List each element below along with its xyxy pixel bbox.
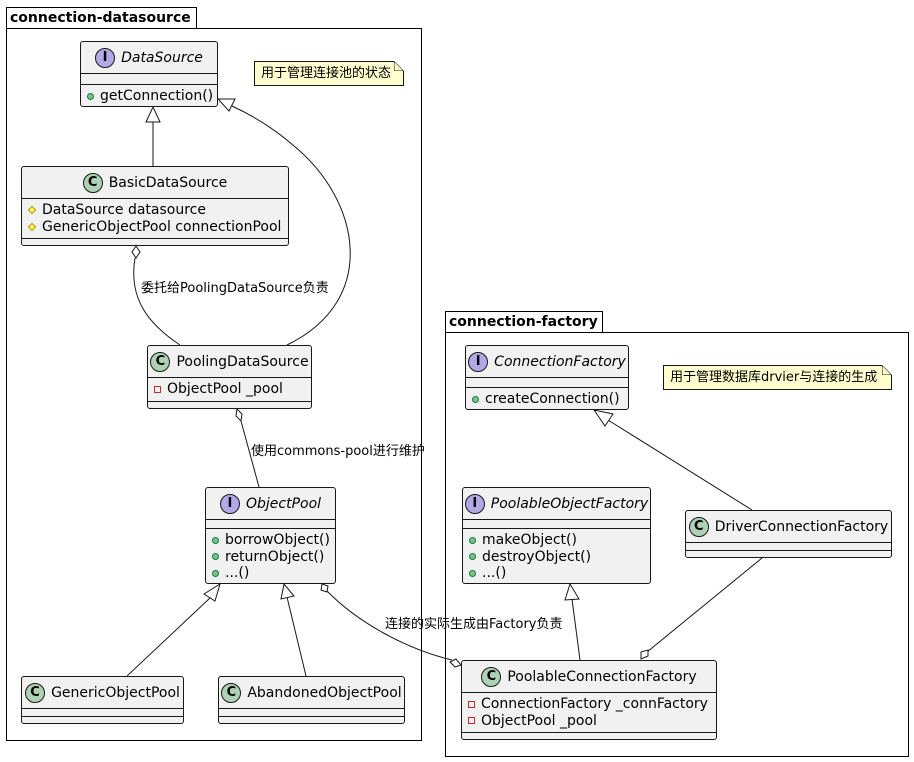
- fields-section: [22, 709, 183, 717]
- class-icon: C: [25, 682, 46, 703]
- package-datasource: [6, 28, 422, 741]
- method: ...(): [482, 565, 507, 581]
- class-name: DataSource: [121, 49, 203, 66]
- public-icon: [87, 92, 94, 100]
- method: destroyObject(): [482, 548, 592, 565]
- package-tab-factory: connection-factory: [445, 311, 603, 333]
- inherit-abandoned-objectpool: [286, 596, 307, 677]
- interface-icon: I: [468, 351, 489, 372]
- public-icon: [212, 569, 219, 577]
- class-poolableobjectfactory[interactable]: I PoolableObjectFactory makeObject() dest…: [462, 487, 651, 584]
- class-objectpool[interactable]: I ObjectPool borrowObject() returnObject(…: [205, 487, 336, 584]
- inherit-generic-objectpool: [126, 597, 211, 677]
- class-poolingdatasource[interactable]: C PoolingDataSource ObjectPool _pool: [147, 345, 312, 409]
- private-icon: [154, 385, 161, 393]
- class-name: GenericObjectPool: [51, 684, 180, 701]
- public-icon: [472, 395, 479, 403]
- inherit-pooling-datasource: [231, 105, 351, 346]
- inherit-driver-connectionfactory: [607, 419, 753, 511]
- class-connectionfactory[interactable]: I ConnectionFactory createConnection(): [465, 345, 629, 410]
- method: ...(): [225, 565, 250, 581]
- methods-section: [148, 402, 311, 410]
- private-icon: [468, 700, 475, 708]
- method: getConnection(): [100, 88, 214, 104]
- aggregation-driver-poolable: [646, 557, 763, 653]
- method: makeObject(): [482, 532, 577, 548]
- class-name: PoolableObjectFactory: [490, 495, 649, 512]
- field: ObjectPool _pool: [167, 381, 283, 397]
- fields-section: DataSource datasource GenericObjectPool …: [22, 199, 288, 239]
- package-factory: [445, 332, 909, 757]
- fields-section: [466, 378, 628, 388]
- methods-section: [462, 733, 716, 741]
- protected-icon: [27, 206, 37, 215]
- interface-icon: I: [219, 493, 240, 514]
- public-icon: [469, 569, 476, 577]
- inherit-poolable-objectfactory: [571, 598, 581, 661]
- class-icon: C: [688, 516, 709, 537]
- aggregation-basic-pooling: [133, 257, 181, 346]
- fields-section: ConnectionFactory _connFactory ObjectPoo…: [462, 693, 716, 733]
- aggregation-objectpool-factory: [325, 589, 453, 661]
- label-factory-gen: 连接的实际生成由Factory负责: [385, 617, 563, 632]
- fields-section: [686, 543, 891, 551]
- note-text: 用于管理数据库drvier与连接的生成: [670, 370, 878, 385]
- methods-section: createConnection(): [466, 388, 628, 411]
- fields-section: [463, 520, 650, 529]
- methods-section: [686, 551, 891, 558]
- public-icon: [469, 536, 476, 544]
- class-icon: C: [150, 351, 171, 372]
- class-name: AbandonedObjectPool: [247, 684, 402, 701]
- public-icon: [469, 553, 476, 561]
- fields-section: [219, 709, 404, 717]
- methods-section: [22, 717, 183, 724]
- class-name: ConnectionFactory: [494, 353, 626, 370]
- class-name: ObjectPool: [245, 495, 322, 512]
- class-icon: C: [221, 682, 242, 703]
- public-icon: [212, 536, 219, 544]
- protected-icon: [27, 222, 37, 231]
- interface-icon: I: [464, 493, 485, 514]
- note-datasource: 用于管理连接池的状态: [254, 61, 404, 86]
- package-tab-datasource: connection-datasource: [6, 7, 197, 29]
- aggregation-pooling-objectpool: [240, 420, 260, 488]
- class-icon: C: [82, 172, 103, 193]
- fields-section: [206, 520, 335, 529]
- note-text: 用于管理连接池的状态: [261, 66, 392, 81]
- fields-section: ObjectPool _pool: [148, 378, 311, 402]
- private-icon: [468, 717, 475, 725]
- methods-section: getConnection(): [81, 85, 217, 108]
- method: returnObject(): [225, 548, 325, 565]
- field: ConnectionFactory _connFactory: [481, 696, 708, 712]
- label-commons-pool: 使用commons-pool进行维护: [251, 444, 425, 459]
- note-factory: 用于管理数据库drvier与连接的生成: [663, 365, 892, 390]
- methods-section: makeObject() destroyObject() ...(): [463, 529, 650, 585]
- class-poolableconnectionfactory[interactable]: C PoolableConnectionFactory ConnectionFac…: [461, 660, 717, 740]
- class-datasource[interactable]: I DataSource getConnection(): [80, 41, 218, 107]
- class-icon: C: [481, 666, 502, 687]
- class-basicdatasource[interactable]: C BasicDataSource DataSource datasource G…: [21, 166, 289, 246]
- methods-section: [22, 239, 288, 247]
- class-name: PoolableConnectionFactory: [507, 668, 697, 685]
- method: borrowObject(): [225, 532, 330, 548]
- method: createConnection(): [485, 391, 620, 407]
- field: ObjectPool _pool: [481, 712, 597, 729]
- label-delegate: 委托给PoolingDataSource负责: [141, 281, 329, 296]
- class-name: PoolingDataSource: [176, 353, 309, 370]
- class-genericobjectpool[interactable]: C GenericObjectPool: [21, 676, 184, 724]
- class-abandonedobjectpool[interactable]: C AbandonedObjectPool: [218, 676, 405, 724]
- class-name: DriverConnectionFactory: [714, 518, 889, 535]
- methods-section: [219, 717, 404, 724]
- fields-section: [81, 74, 217, 85]
- public-icon: [212, 553, 219, 561]
- field: GenericObjectPool connectionPool: [42, 218, 282, 235]
- field: DataSource datasource: [42, 202, 206, 218]
- methods-section: borrowObject() returnObject() ...(): [206, 529, 335, 585]
- class-driverconnectionfactory[interactable]: C DriverConnectionFactory: [685, 510, 892, 558]
- class-name: BasicDataSource: [108, 174, 228, 191]
- interface-icon: I: [95, 47, 116, 68]
